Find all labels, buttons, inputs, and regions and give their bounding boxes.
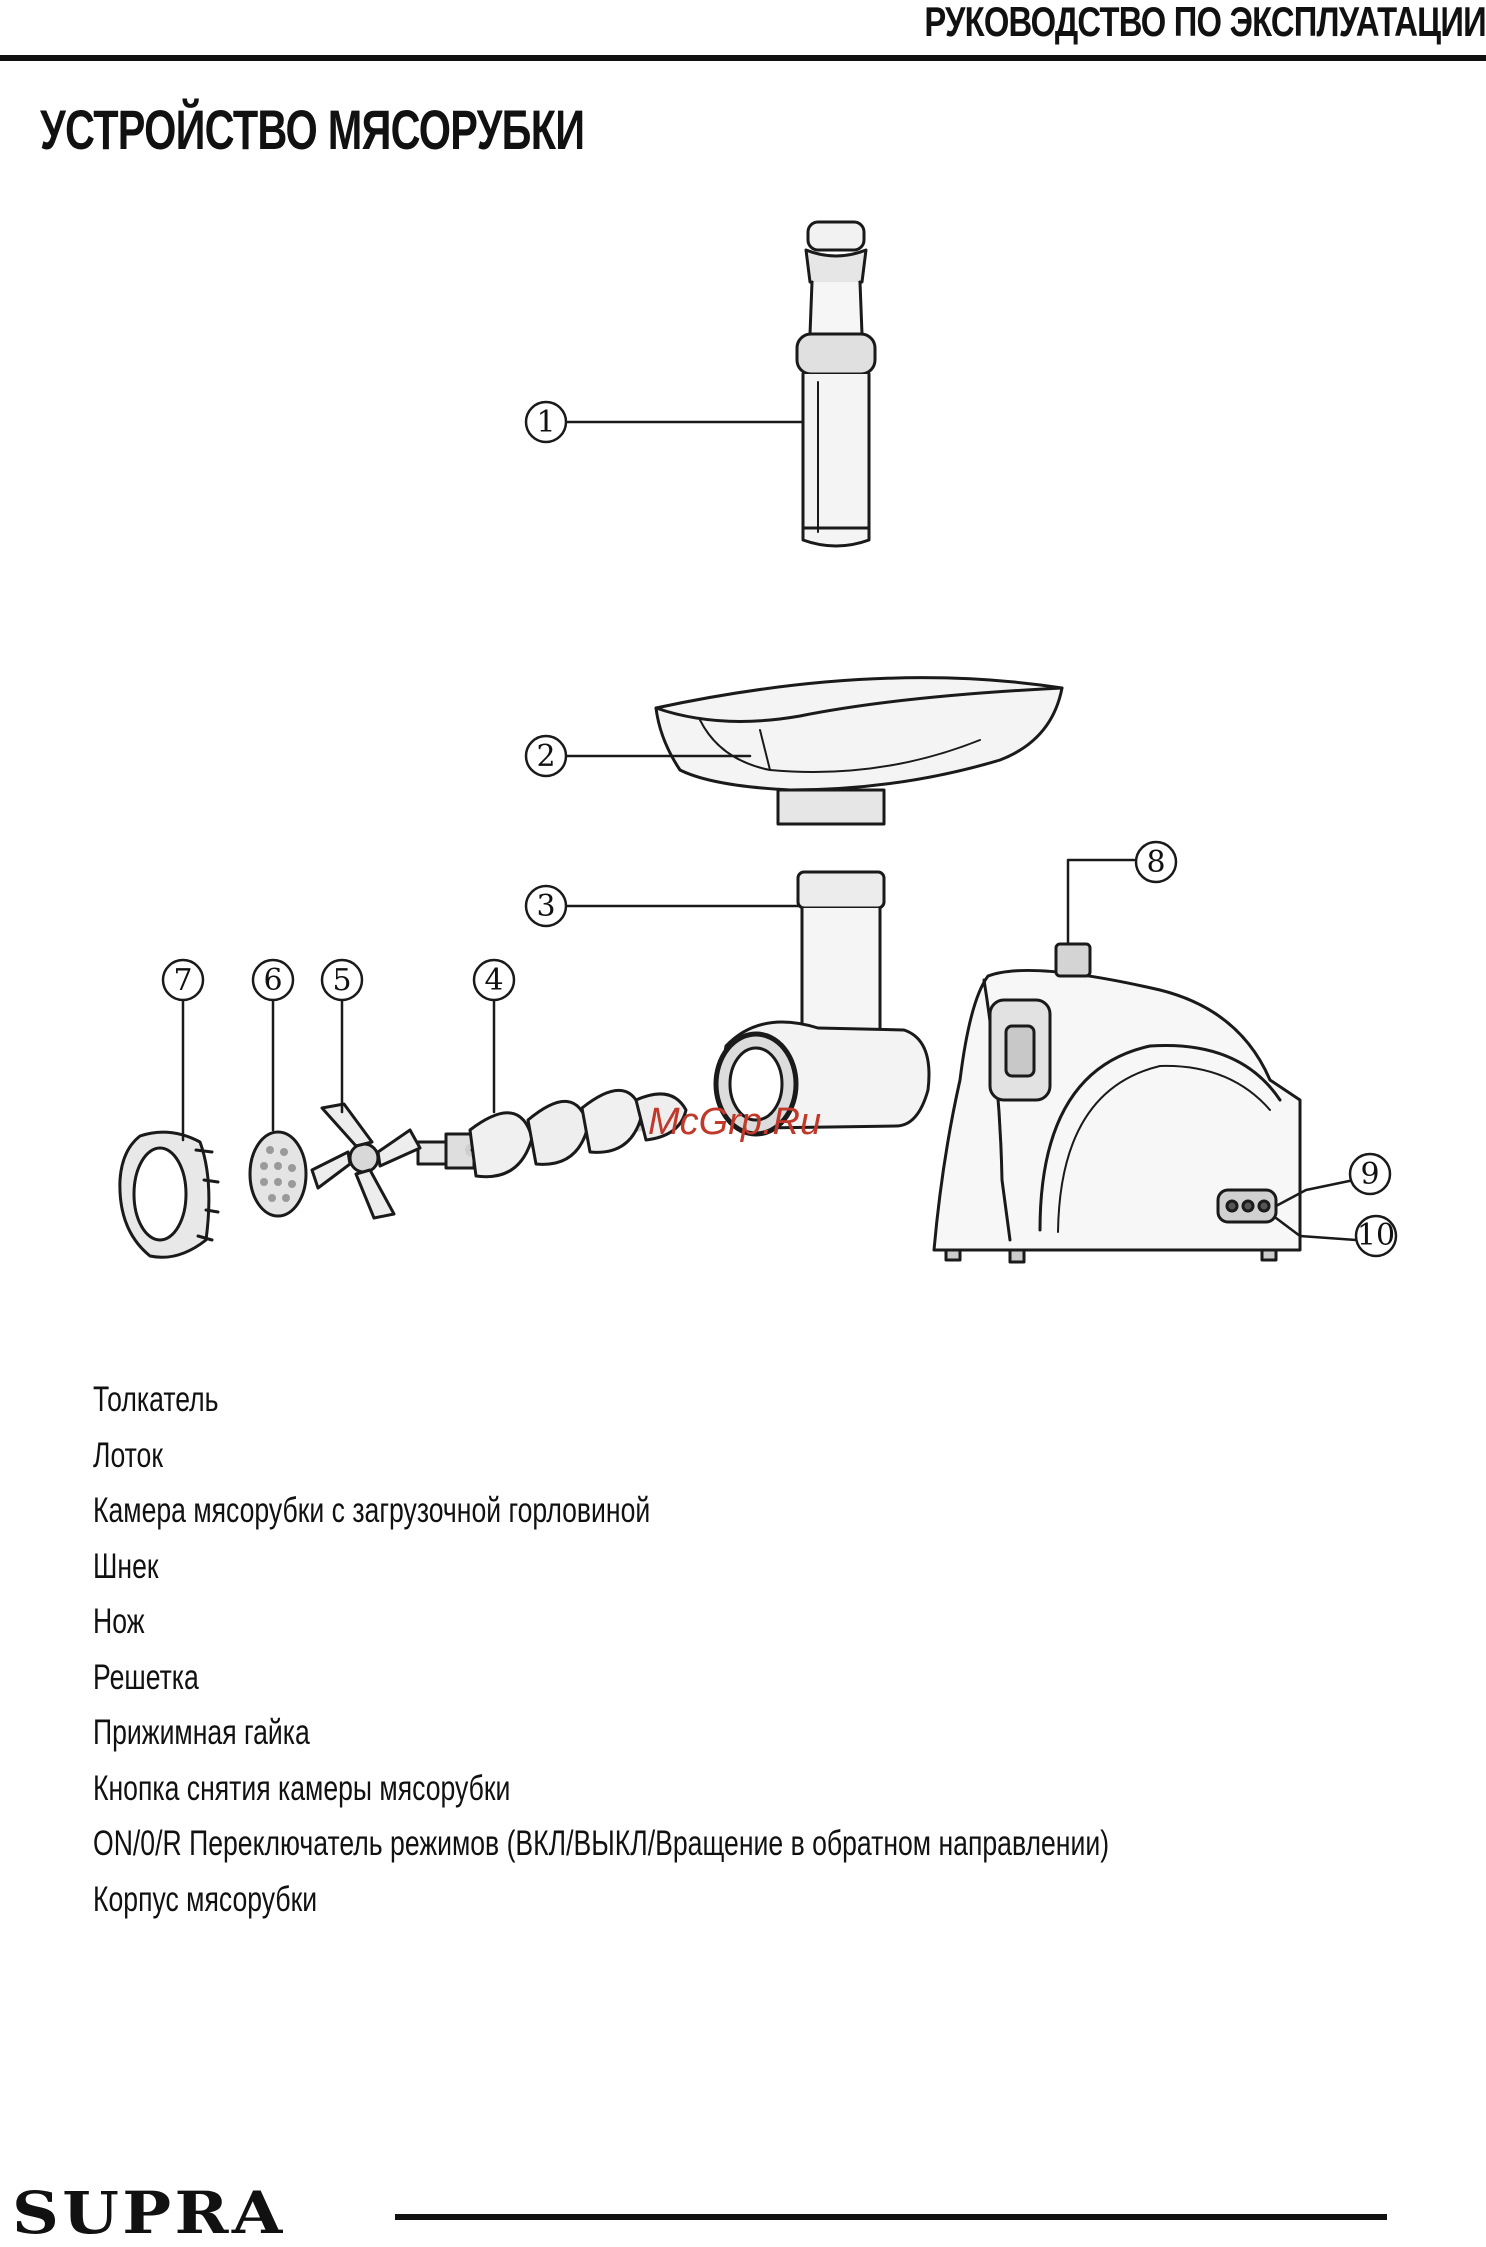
pusher-drawing [797, 222, 875, 546]
part-item-6: Решетка [93, 1650, 1109, 1706]
part-item-1: Толкатель [93, 1372, 1109, 1428]
part-item-7: Прижимная гайка [93, 1705, 1109, 1761]
callout-5: 5 [332, 963, 351, 998]
parts-list: Толкатель Лоток Камера мясорубки с загру… [93, 1372, 1430, 1927]
callout-9: 9 [1360, 1157, 1379, 1192]
callout-7: 7 [173, 963, 192, 998]
section-title: УСТРОЙСТВО МЯСОРУБКИ [40, 98, 584, 162]
part-item-10: Корпус мясорубки [93, 1872, 1109, 1928]
chamber-drawing [716, 872, 929, 1134]
footer-divider [395, 2214, 1387, 2220]
watermark: McGrp.Ru [648, 1101, 821, 1143]
auger-drawing [418, 1090, 686, 1176]
ring-nut-drawing [120, 1132, 218, 1257]
callout-6: 6 [263, 963, 282, 998]
plate-drawing [250, 1132, 306, 1216]
callout-1: 1 [536, 405, 555, 440]
tray-drawing [656, 678, 1062, 824]
header-divider [0, 55, 1486, 61]
callout-10: 10 [1357, 1218, 1395, 1253]
part-item-4: Шнек [93, 1539, 1109, 1595]
part-item-9: ON/0/R Переключатель режимов (ВКЛ/ВЫКЛ/В… [93, 1816, 1109, 1872]
callout-8: 8 [1146, 845, 1165, 880]
part-item-3: Камера мясорубки с загрузочной горловино… [93, 1483, 1109, 1539]
callout-3: 3 [536, 889, 555, 924]
part-item-5: Нож [93, 1594, 1109, 1650]
part-item-8: Кнопка снятия камеры мясорубки [93, 1761, 1109, 1817]
knife-drawing [312, 1104, 420, 1218]
callout-4: 4 [484, 963, 503, 998]
part-item-2: Лоток [93, 1428, 1109, 1484]
callout-2: 2 [536, 739, 555, 774]
brand-logo: SUPRA [12, 2184, 286, 2242]
meat-grinder-exploded-diagram: 1 2 3 4 5 6 7 8 9 10 McGrp.Ru [0, 190, 1486, 1310]
manual-header-title: РУКОВОДСТВО ПО ЭКСПЛУАТАЦИИ [925, 0, 1486, 44]
motor-housing-drawing [934, 944, 1300, 1262]
